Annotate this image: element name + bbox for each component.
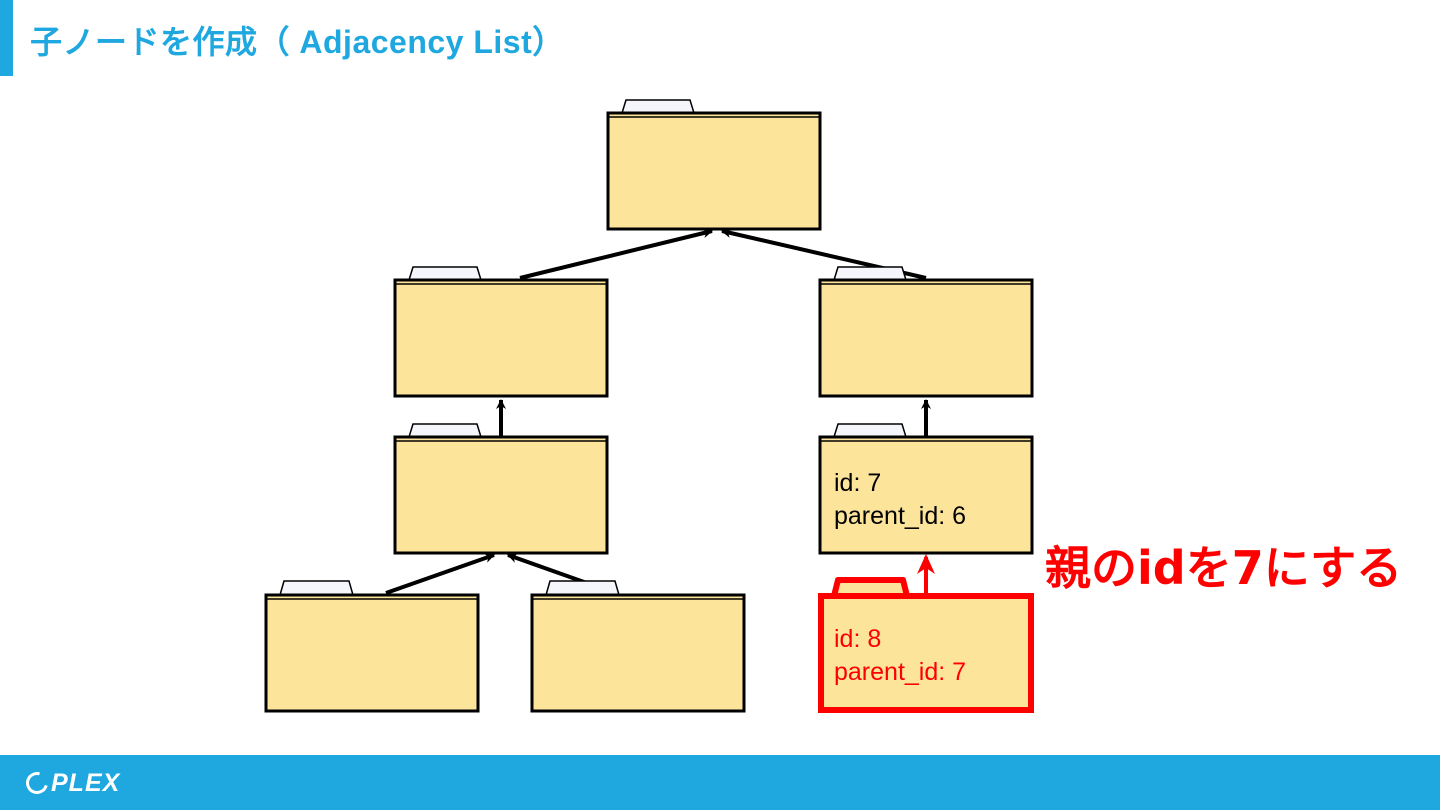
node-7-id: id: 7 [834, 469, 881, 497]
folder-body [818, 593, 1034, 713]
plex-logo: PLEX [21, 767, 121, 799]
folder-tab [832, 266, 908, 281]
folder-root [606, 99, 822, 231]
edge-left-to-root [519, 228, 713, 280]
folder-level4-right [530, 580, 746, 713]
tree-diagram: id: 7 parent_id: 6 id: 8 parent_id: 7 [264, 99, 1034, 713]
plex-logo-icon [21, 767, 53, 799]
footer-bar: PLEX [0, 755, 1440, 810]
folder-body [818, 278, 1034, 398]
node-7-parent-id: parent_id: 6 [834, 502, 966, 530]
folder-level2-left [393, 266, 609, 398]
folder-level4-left [264, 580, 480, 713]
plex-logo-text: PLEX [51, 768, 121, 797]
node-8-parent-id: parent_id: 7 [834, 658, 966, 686]
folder-body [393, 435, 609, 555]
folder-node-7: id: 7 parent_id: 6 [818, 423, 1034, 555]
slide-title: 子ノードを作成（ Adjacency List） [30, 24, 565, 60]
folder-body [818, 435, 1034, 555]
folder-node-8: id: 8 parent_id: 7 [818, 577, 1034, 713]
node-8-id: id: 8 [834, 625, 881, 653]
folder-tab [407, 266, 483, 281]
title-accent-bar [0, 0, 13, 76]
folder-body [530, 593, 746, 713]
folder-body [264, 593, 480, 713]
folder-body [393, 278, 609, 398]
folder-level3-left [393, 423, 609, 555]
edge-bl-to-leftmid [385, 553, 495, 595]
folder-tab [620, 99, 696, 114]
folder-level2-right [818, 266, 1034, 398]
folder-tab [279, 580, 354, 596]
folder-body [606, 111, 822, 231]
edge-node8-arrowhead [917, 554, 935, 574]
folder-tab [832, 423, 908, 438]
annotation-set-parent: 親のidを7にする [1045, 541, 1403, 595]
folder-tab [545, 580, 620, 596]
folder-tab [407, 423, 483, 438]
